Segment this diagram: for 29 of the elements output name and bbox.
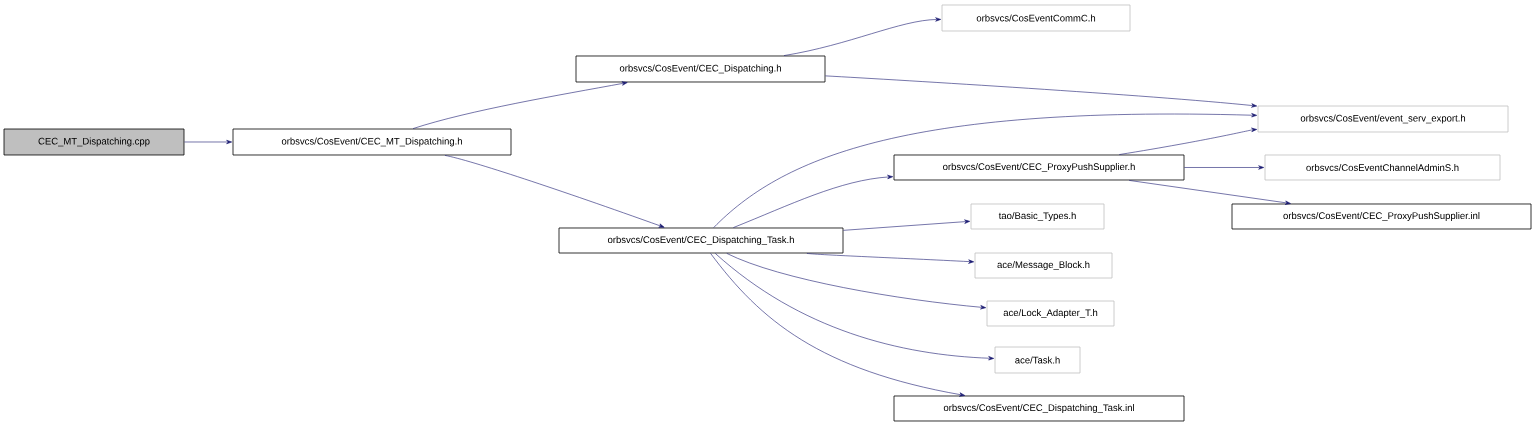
file-box: orbsvcs/CosEvent/event_serv_export.h [1257, 105, 1509, 133]
file-box: orbsvcs/CosEvent/CEC_ProxyPushSupplier.h [893, 154, 1185, 181]
file-box: orbsvcs/CosEvent/CEC_Dispatching_Task.inl [893, 395, 1185, 422]
arrow [733, 174, 893, 228]
arrow [726, 253, 986, 310]
file-box: ace/Message_Block.h [974, 252, 1113, 279]
arrow [1118, 127, 1257, 155]
file-box: orbsvcs/CosEvent/CEC_MT_Dispatching.h [232, 128, 512, 156]
arrow [713, 113, 1257, 228]
arrow [184, 139, 232, 145]
arrow [1184, 165, 1264, 170]
arrow [843, 219, 970, 231]
file-box: orbsvcs/CosEventChannelAdminS.h [1264, 154, 1501, 181]
file-box: orbsvcs/CosEvent/CEC_Dispatching.h [575, 55, 826, 83]
file-box: ace/Task.h [994, 346, 1081, 374]
file-box: orbsvcs/CosEvent/CEC_ProxyPushSupplier.inl [1231, 203, 1532, 230]
arrow [715, 253, 994, 361]
file-box: orbsvcs/CosEvent/CEC_Dispatching_Task.h [558, 227, 844, 254]
arrow [412, 81, 628, 129]
arrow [825, 75, 1258, 108]
arrow [806, 253, 974, 264]
arrow [783, 17, 941, 56]
file-box: tao/Basic_Types.h [970, 203, 1105, 230]
arrow [710, 253, 966, 397]
arrow [444, 155, 665, 228]
file-box: CEC_MT_Dispatching.cpp [3, 128, 185, 156]
file-box: ace/Lock_Adapter_T.h [986, 300, 1115, 327]
arrow [1128, 180, 1291, 205]
file-box: orbsvcs/CosEventCommC.h [941, 4, 1131, 32]
